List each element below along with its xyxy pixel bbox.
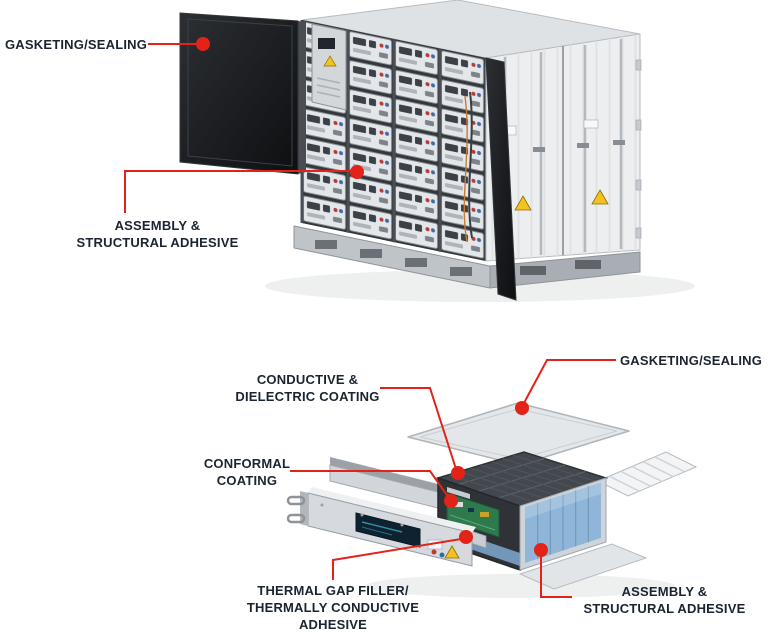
callout-dots: [196, 37, 548, 557]
door-label-plate: [583, 119, 599, 129]
module-cell-top-face: [435, 451, 609, 507]
panel-handle: [286, 513, 306, 524]
pcb-component: [468, 508, 474, 512]
connector-thermal: [332, 538, 462, 580]
forklift-pocket: [450, 267, 472, 276]
connector-dot-gasketing-top: [196, 37, 210, 51]
door-handle: [533, 147, 545, 152]
warning-triangle: [591, 189, 609, 205]
module-front-panel: [286, 487, 476, 567]
door-hinge: [635, 227, 642, 239]
pcb-component: [455, 502, 463, 507]
label-line: STRUCTURAL ADHESIVE: [76, 235, 239, 250]
label-thermal-gap-filler: THERMAL GAP FILLER/ THERMALLY CONDUCTIVE…: [233, 582, 433, 633]
open-front-door: [485, 57, 517, 301]
black-door-panel: [179, 12, 299, 175]
label-line: DIELECTRIC COATING: [235, 389, 380, 404]
front-panel-end-cap: [300, 491, 308, 526]
label-gasketing-sealing-bottom: GASKETING/SEALING: [620, 352, 762, 369]
label-line: CONFORMAL: [203, 456, 291, 471]
warning-triangle: [444, 545, 460, 559]
connector-dot-assembly-top: [350, 165, 364, 179]
connector-conductive: [380, 387, 457, 470]
warning-triangle: [514, 195, 532, 211]
front-panel-bevel: [308, 487, 476, 533]
container-end-doors: [485, 33, 642, 262]
connector-dot-assembly-bottom: [534, 543, 548, 557]
module-connector: [447, 487, 470, 499]
connector-dot-conformal: [444, 494, 458, 508]
cable-orange: [463, 95, 468, 243]
connector-gasketing-bottom: [523, 359, 616, 404]
panel-display: [355, 512, 421, 548]
panel-red-button: [431, 549, 437, 555]
label-line: GASKETING/SEALING: [5, 37, 148, 52]
connector-conformal: [290, 470, 450, 499]
module-lid: [407, 402, 630, 466]
cable-bundle: [468, 91, 473, 239]
label-line: CONDUCTIVE &: [256, 372, 359, 387]
module-base-plate: [518, 543, 648, 590]
label-assembly-structural-bottom: ASSEMBLY & STRUCTURAL ADHESIVE: [572, 583, 757, 617]
label-line: THERMALLY CONDUCTIVE: [246, 600, 420, 615]
forklift-pocket: [520, 266, 546, 275]
door-hinge-strip: [298, 21, 306, 174]
label-conductive-dielectric-coating: CONDUCTIVE & DIELECTRIC COATING: [230, 371, 385, 405]
label-line: COATING: [216, 473, 278, 488]
battery-module-exploded-illustration: [286, 402, 698, 598]
label-conformal-coating: CONFORMAL COATING: [197, 455, 297, 489]
door-handle: [577, 143, 589, 148]
connector-dot-gasketing-bottom: [515, 401, 529, 415]
connector-dot-conductive: [451, 466, 465, 480]
connector-assembly-top: [124, 170, 352, 213]
label-line: ADHESIVE: [298, 617, 368, 632]
label-assembly-structural-top: ASSEMBLY & STRUCTURAL ADHESIVE: [65, 217, 250, 251]
label-line: ASSEMBLY &: [621, 584, 708, 599]
control-display: [318, 38, 335, 49]
label-gasketing-sealing-top: GASKETING/SEALING: [5, 36, 147, 53]
battery-container-illustration: [179, 0, 695, 302]
panel-blue-button: [439, 552, 445, 558]
module-shadow: [365, 574, 675, 598]
label-line: ASSEMBLY &: [114, 218, 201, 233]
forklift-pocket: [405, 258, 427, 267]
control-cabinet: [311, 23, 347, 111]
door-hinge: [635, 119, 642, 131]
forklift-pocket: [360, 249, 382, 258]
pcb-component: [480, 512, 489, 517]
panel-handle: [286, 495, 306, 506]
door-hinge: [635, 59, 642, 71]
cell-holder-tray: [596, 451, 698, 497]
door-handle: [613, 140, 625, 145]
label-line: STRUCTURAL ADHESIVE: [583, 601, 746, 616]
forklift-pocket: [575, 260, 601, 269]
connector-dot-thermal: [459, 530, 473, 544]
callout-connectors: [124, 43, 616, 598]
forklift-pocket: [315, 240, 337, 249]
warning-sticker: [323, 55, 337, 67]
connector-assembly-bottom: [540, 554, 572, 598]
label-line: THERMAL GAP FILLER/: [257, 583, 409, 598]
label-line: GASKETING/SEALING: [620, 353, 763, 368]
door-hinge: [635, 179, 642, 191]
container-base-skid: [293, 225, 641, 289]
